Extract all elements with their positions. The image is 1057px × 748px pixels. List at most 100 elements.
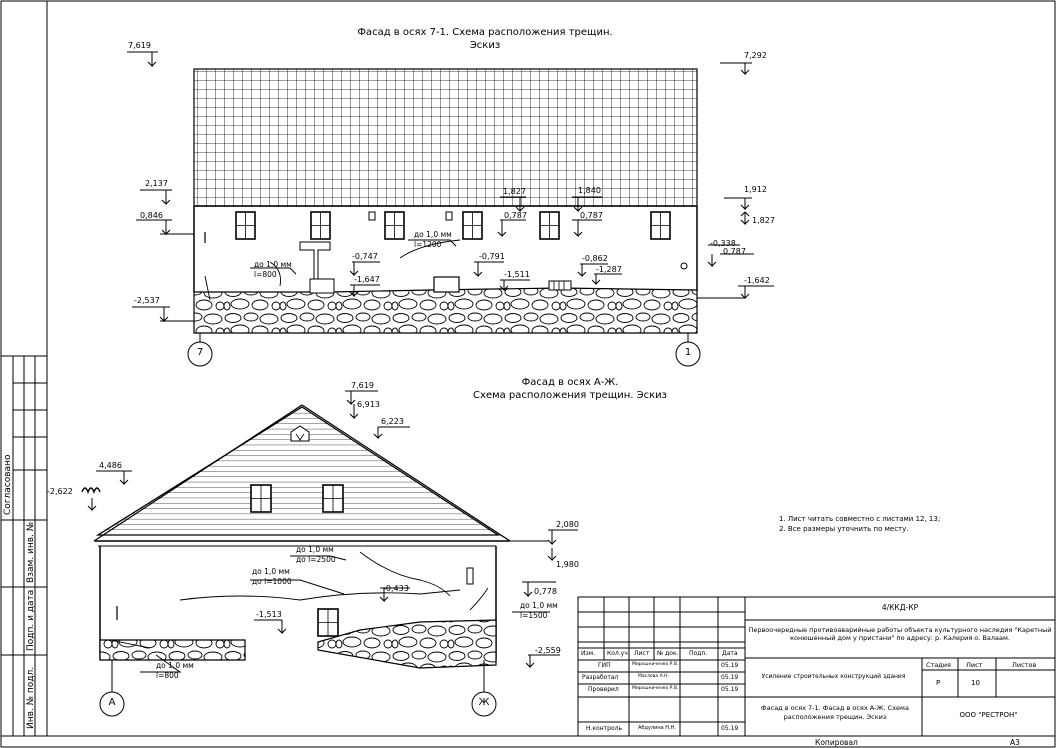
note-1: 1. Лист читать совместно с листами 12, 1… xyxy=(779,515,941,523)
axis-label-7: 7 xyxy=(196,347,204,358)
facade-2-crack-800: до 1,0 мм l=800 xyxy=(156,662,194,679)
crack-length: l=1200 xyxy=(414,239,442,249)
hdr-sheet: Лист xyxy=(634,650,650,657)
level-minus-2559: -2,559 xyxy=(535,646,561,655)
row-name-gip: Мирошниченко Р.В. xyxy=(632,662,679,667)
title-block-sheet-title: Фасад в осях 7-1. Фасад в осях А-Ж. Схем… xyxy=(761,704,909,721)
crack-width: до 1,0 мм xyxy=(414,230,452,239)
facade-2-title-line2: Схема расположения трещин. Эскиз xyxy=(473,390,667,401)
facade-1-windows xyxy=(235,211,671,240)
sheets-label: Листов xyxy=(1012,661,1037,669)
facade-2-crack-2500: до 1,0 мм до l=2500 xyxy=(296,546,336,563)
level-minus-0791: -0,791 xyxy=(479,252,505,261)
facade-2-plinth-left xyxy=(99,639,246,661)
level-minus-2622: -2,622 xyxy=(47,487,73,496)
level-6223: 6,223 xyxy=(381,417,404,426)
row-date-developer: 05.19 xyxy=(721,674,739,681)
level-minus-1287: -1,287 xyxy=(596,265,622,274)
hdr-change: Изм. xyxy=(581,650,596,657)
level-1827-a: 1,827 xyxy=(503,187,526,196)
facade-2-title: Фасад в осях А-Ж. Схема расположения тре… xyxy=(450,378,690,401)
row-role-gip: ГИП xyxy=(598,662,611,669)
crack-length: l=1500 xyxy=(520,610,548,620)
level-minus-1642: -1,642 xyxy=(744,276,770,285)
sheet-value: 10 xyxy=(971,679,980,687)
copied-label: Копировал xyxy=(815,738,858,747)
format-label: А3 xyxy=(1010,738,1020,747)
level-4486: 4,486 xyxy=(99,461,122,470)
title-block-code: 4/ККД-КР xyxy=(881,603,919,612)
level-minus-0862: -0,862 xyxy=(582,254,608,263)
crack-width: до 1,0 мм xyxy=(252,567,290,576)
level-minus-2537: -2,537 xyxy=(134,296,160,305)
crack-width: до 1,0 мм xyxy=(520,601,558,610)
hdr-doc: № док. xyxy=(657,650,679,657)
facade-1-plinth xyxy=(193,287,698,334)
row-role-checker: Проверил xyxy=(588,686,619,693)
hdr-signature: Подп. xyxy=(689,650,708,657)
row-name-developer: Маслова А.Н. xyxy=(638,674,669,679)
axis-label-1: 1 xyxy=(684,347,692,358)
crack-width: до 1,0 мм xyxy=(254,260,292,269)
level-minus-1511: -1,511 xyxy=(504,270,530,279)
level-0846: 0,846 xyxy=(140,211,163,220)
facade-2-crack-1000: до 1,0 мм до l=1000 xyxy=(252,568,292,585)
row-date-checker: 05.19 xyxy=(721,686,739,693)
row-date-norm-control: 05.19 xyxy=(721,725,739,732)
crack-length: l=800 xyxy=(156,670,179,680)
level-2137: 2,137 xyxy=(145,179,168,188)
level-0787-c: 0,787 xyxy=(723,247,746,256)
level-1840: 1,840 xyxy=(578,186,601,195)
crack-length: до l=2500 xyxy=(296,554,336,564)
axis-label-a: А xyxy=(108,697,116,708)
note-2: 2. Все размеры уточнить по месту. xyxy=(779,525,909,533)
level-7619-b: 7,619 xyxy=(351,381,374,390)
side-stamp-sign-date: Подп. и дата xyxy=(26,589,36,651)
row-name-checker: Мирошниченко Р.В. xyxy=(632,686,679,691)
hdr-date: Дата xyxy=(722,650,738,657)
side-stamp-inventory: Инв. № подл. xyxy=(26,666,36,729)
level-minus-0433: -0,433 xyxy=(383,584,409,593)
crack-length: до l=1000 xyxy=(252,576,292,586)
level-2080: 2,080 xyxy=(556,520,579,529)
title-block-section: Усиление строительных конструкций здания xyxy=(761,673,906,680)
level-minus-1647: -1,647 xyxy=(354,275,380,284)
level-minus-1513: -1,513 xyxy=(256,610,282,619)
title-block-project: Первоочередные противоаварийные работы о… xyxy=(748,626,1052,643)
facade-1-roof xyxy=(193,68,698,207)
side-stamp-grid xyxy=(0,355,48,737)
facade-2 xyxy=(81,390,578,717)
level-0778: 0,778 xyxy=(534,587,557,596)
title-block-company: ООО "РЕСТРОН" xyxy=(959,711,1018,719)
side-stamp-replacement: Взам. инв. № xyxy=(26,521,36,583)
level-0787-a: 0,787 xyxy=(504,211,527,220)
facade-2-crack-1500: до 1,0 мм l=1500 xyxy=(520,602,558,619)
sheet-label: Лист xyxy=(966,661,983,669)
row-date-gip: 05.19 xyxy=(721,662,739,669)
facade-1-crack-1200: до 1,0 мм l=1200 xyxy=(414,231,452,248)
row-role-developer: Разработал xyxy=(582,674,619,681)
level-1912: 1,912 xyxy=(744,185,767,194)
axis-label-zh: Ж xyxy=(478,697,490,708)
level-7292: 7,292 xyxy=(744,51,767,60)
side-stamp-approved: Согласовано xyxy=(3,454,13,515)
facade-1-crack-800: до 1,0 мм l=800 xyxy=(254,261,292,278)
title-block-grid xyxy=(577,596,1056,737)
row-name-norm-control: Абдулина Н.Н. xyxy=(638,725,676,731)
facade-2-title-line1: Фасад в осях А-Ж. xyxy=(521,377,619,388)
facade-1-title-line2: Эскиз xyxy=(469,40,501,51)
facade-2-plinth-right xyxy=(317,619,497,669)
facade-2-roof xyxy=(95,406,501,536)
level-0787-b: 0,787 xyxy=(580,211,603,220)
crack-width: до 1,0 мм xyxy=(156,661,194,670)
level-minus-0338: -0,338 xyxy=(710,239,736,248)
stage-label: Стадия xyxy=(926,661,951,669)
general-notes: 1. Лист читать совместно с листами 12, 1… xyxy=(779,516,940,533)
crack-length: l=800 xyxy=(254,269,277,279)
level-1980: 1,980 xyxy=(556,560,579,569)
stage-value: Р xyxy=(936,679,941,687)
hdr-count: Кол.уч. xyxy=(607,650,630,657)
level-minus-0747: -0,747 xyxy=(352,252,378,261)
